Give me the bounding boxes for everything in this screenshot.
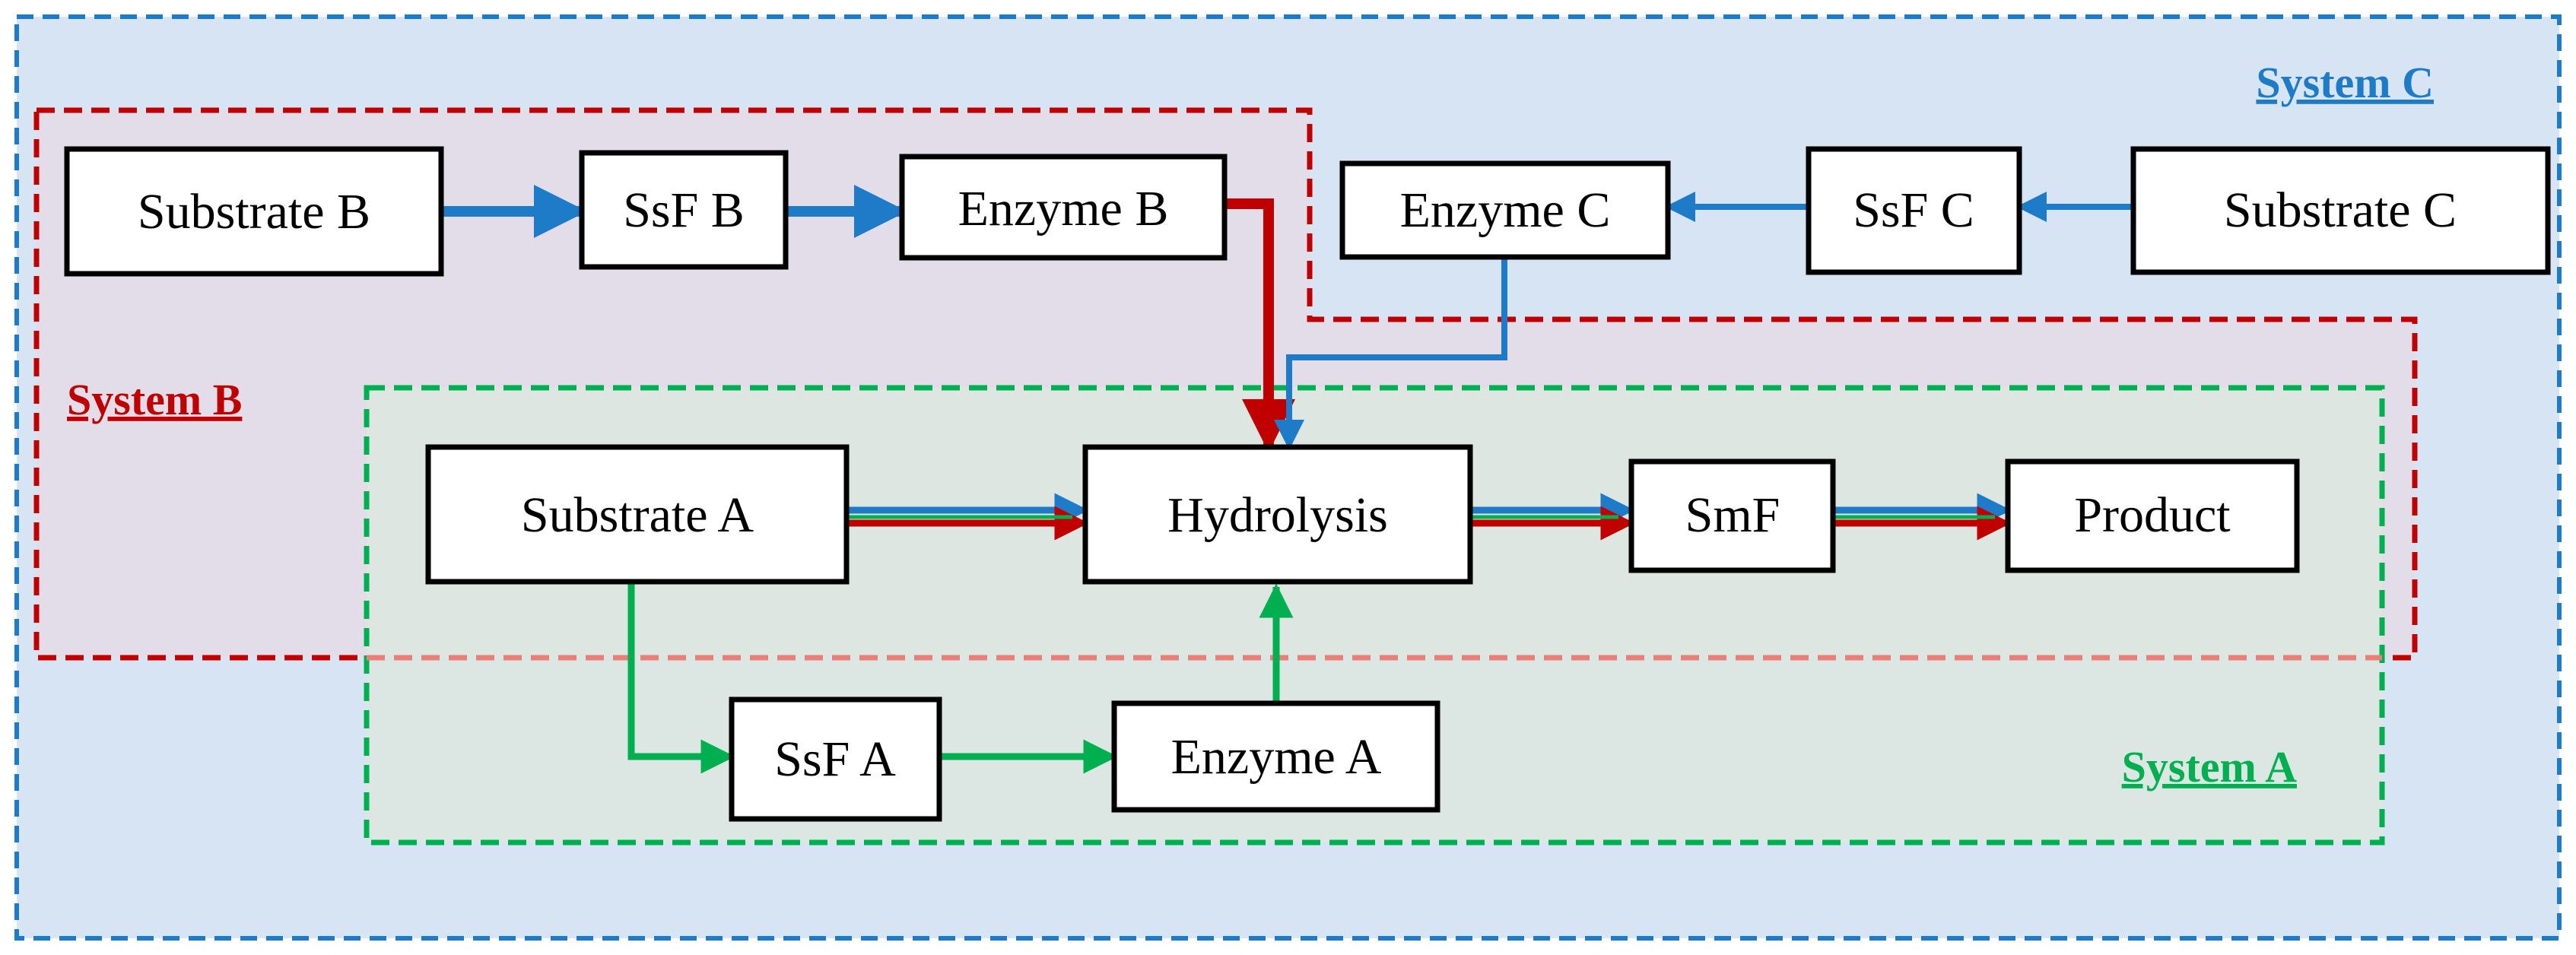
- node-hydrolysis: Hydrolysis: [1082, 444, 1473, 585]
- arrow-substrate-a-to-ssf-a: [627, 582, 735, 774]
- node-ssf-c-label: SsF C: [1853, 182, 1974, 238]
- node-substrate-a: Substrate A: [425, 444, 850, 585]
- node-enzyme-b: Enzyme B: [899, 154, 1228, 261]
- node-ssf-b: SsF B: [579, 150, 789, 270]
- node-substrate-b-label: Substrate B: [138, 184, 370, 240]
- node-ssf-a-label: SsF A: [774, 731, 896, 787]
- system-c-label: System C: [2256, 58, 2434, 107]
- node-smf: SmF: [1628, 458, 1836, 573]
- node-enzyme-a-label: Enzyme A: [1171, 729, 1382, 785]
- node-substrate-c: Substrate C: [2130, 146, 2551, 275]
- arrow-enzyme-b-to-hydrolysis: [1224, 198, 1295, 452]
- node-substrate-b: Substrate B: [64, 146, 444, 277]
- node-ssf-b-label: SsF B: [623, 182, 745, 238]
- node-product: Product: [2005, 458, 2300, 573]
- node-enzyme-c: Enzyme C: [1339, 160, 1671, 260]
- node-hydrolysis-label: Hydrolysis: [1167, 487, 1388, 543]
- system-b-label: System B: [67, 375, 242, 424]
- node-smf-label: SmF: [1685, 487, 1780, 543]
- node-substrate-a-label: Substrate A: [521, 487, 754, 543]
- system-a-label: System A: [2122, 742, 2298, 792]
- node-ssf-a: SsF A: [729, 696, 942, 822]
- node-enzyme-a: Enzyme A: [1111, 700, 1440, 813]
- node-enzyme-b-label: Enzyme B: [958, 181, 1169, 236]
- node-enzyme-c-label: Enzyme C: [1400, 182, 1611, 238]
- node-ssf-c: SsF C: [1806, 146, 2022, 275]
- node-substrate-c-label: Substrate C: [2224, 182, 2457, 238]
- arrow-enzyme-c-to-hydrolysis: [1274, 257, 1507, 450]
- node-product-label: Product: [2074, 487, 2230, 543]
